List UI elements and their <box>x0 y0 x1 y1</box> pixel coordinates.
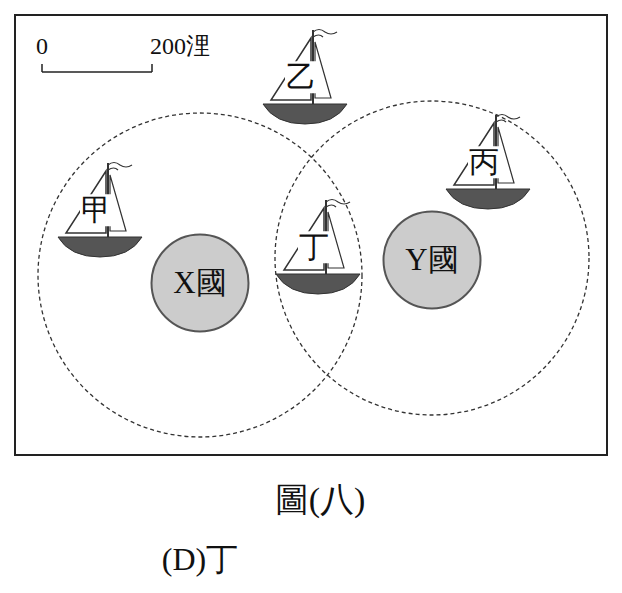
sailing-ship <box>263 30 347 125</box>
eez-boundary <box>275 101 589 415</box>
country-name: Y國 <box>405 239 458 281</box>
scale-zero: 0 <box>36 34 48 59</box>
eez-boundary <box>38 113 362 437</box>
ship-label: 丙 <box>468 146 500 178</box>
sailing-ship <box>446 115 530 210</box>
ship-label: 甲 <box>80 194 112 226</box>
sailing-ship <box>58 163 142 258</box>
scale-distance: 200浬 <box>150 34 210 59</box>
answer-option: (D)丁 <box>162 543 238 577</box>
country-circle: Y國 <box>382 210 482 310</box>
ship-label: 乙 <box>285 61 317 93</box>
ship-label: 丁 <box>298 231 330 263</box>
map-frame <box>15 15 607 455</box>
country-circle: X國 <box>150 233 250 333</box>
sailing-ship <box>276 200 360 295</box>
figure-caption: 圖(八) <box>275 482 366 518</box>
scale-bar <box>42 64 152 72</box>
country-name: X國 <box>173 262 226 304</box>
